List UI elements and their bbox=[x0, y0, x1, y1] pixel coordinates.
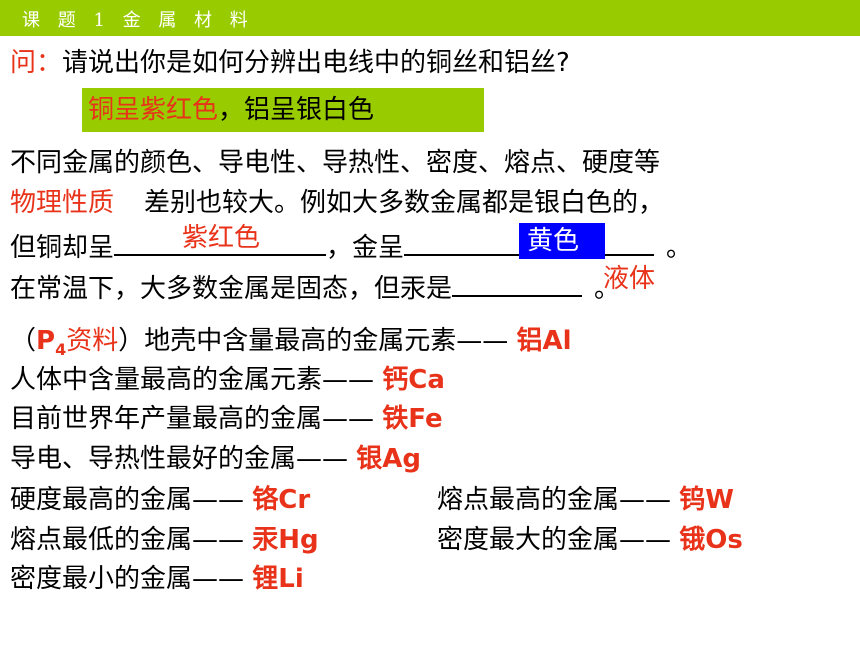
physical-property-term: 物理性质 bbox=[10, 188, 115, 218]
fact-value: 锇Os bbox=[679, 525, 743, 555]
paragraph-line-2-text: 差别也较大。例如大多数金属都是银白色的， bbox=[144, 188, 665, 218]
fact-value: 铁Fe bbox=[382, 404, 443, 434]
fact-label: 地壳中含量最高的金属元素—— bbox=[144, 326, 509, 356]
copper-prefix: 但铜却呈 bbox=[10, 233, 115, 263]
source-page: P bbox=[36, 326, 56, 356]
title-bar: 课 题 1 金 属 材 料 bbox=[0, 0, 860, 36]
fact-label: 导电、导热性最好的金属—— bbox=[10, 444, 349, 474]
source-word: 资料 bbox=[66, 326, 119, 356]
fact-densest: 密度最大的金属—— 锇Os bbox=[437, 524, 743, 556]
fact-label: 密度最大的金属—— bbox=[437, 525, 672, 555]
fact-value: 钙Ca bbox=[382, 365, 445, 395]
source-close: ） bbox=[118, 326, 145, 356]
fact-crust: （P4资料）地壳中含量最高的金属元素—— 铝Al bbox=[10, 325, 572, 366]
question-text: 请说出你是如何分辨出电线中的铜丝和铝丝? bbox=[62, 48, 570, 78]
fact-lowest-melting-point: 熔点最低的金属—— 汞Hg bbox=[10, 524, 319, 556]
fact-value: 铬Cr bbox=[252, 485, 311, 515]
fact-body: 人体中含量最高的金属元素—— 钙Ca bbox=[10, 364, 445, 396]
answer-text: 铜呈紫红色，铝呈银白色 bbox=[88, 94, 374, 126]
gold-fill-box: 黄色 bbox=[519, 223, 605, 259]
fact-production: 目前世界年产量最高的金属—— 铁Fe bbox=[10, 403, 443, 435]
paragraph-line-1: 不同金属的颜色、导电性、导热性、密度、熔点、硬度等 bbox=[10, 148, 661, 178]
fact-value: 铝Al bbox=[516, 326, 572, 356]
gold-fill: 黄色 bbox=[527, 226, 580, 256]
line3-period: 。 bbox=[666, 233, 693, 263]
paragraph-line-2: 物理性质差别也较大。例如大多数金属都是银白色的， bbox=[10, 187, 664, 219]
source-open: （ bbox=[10, 326, 37, 356]
fact-hardest: 硬度最高的金属—— 铬Cr bbox=[10, 484, 310, 516]
question-line: 问：请说出你是如何分辨出电线中的铜丝和铝丝? bbox=[10, 47, 570, 79]
mercury-prefix: 在常温下，大多数金属是固态，但汞是 bbox=[10, 274, 453, 304]
copper-fill: 紫红色 bbox=[182, 223, 261, 253]
fact-highest-melting-point: 熔点最高的金属—— 钨W bbox=[437, 484, 734, 516]
fact-value: 汞Hg bbox=[252, 525, 319, 555]
mercury-blank bbox=[452, 269, 583, 297]
paragraph-line-4: 在常温下，大多数金属是固态，但汞是 。 bbox=[10, 269, 620, 305]
answer-box: 铜呈紫红色，铝呈银白色 bbox=[82, 88, 484, 132]
fact-lightest: 密度最小的金属—— 锂Li bbox=[10, 563, 304, 595]
fact-label: 目前世界年产量最高的金属—— bbox=[10, 404, 375, 434]
mercury-fill: 液体 bbox=[603, 264, 656, 294]
source-page-number: 4 bbox=[55, 340, 67, 360]
question-prefix: 问： bbox=[10, 48, 63, 78]
fact-label: 熔点最高的金属—— bbox=[437, 485, 672, 515]
fact-label: 密度最小的金属—— bbox=[10, 564, 245, 594]
fact-label: 人体中含量最高的金属元素—— bbox=[10, 365, 375, 395]
lesson-title: 课 题 1 金 属 材 料 bbox=[22, 10, 254, 31]
answer-copper: 铜呈紫红色 bbox=[88, 95, 219, 125]
gold-prefix: ，金呈 bbox=[326, 233, 405, 263]
fact-value: 锂Li bbox=[252, 564, 304, 594]
fact-value: 银Ag bbox=[356, 444, 422, 474]
copper-blank bbox=[114, 228, 327, 256]
fact-conductivity: 导电、导热性最好的金属—— 银Ag bbox=[10, 443, 421, 475]
line4-period: 。 bbox=[594, 274, 621, 304]
fact-label: 硬度最高的金属—— bbox=[10, 485, 245, 515]
fact-label: 熔点最低的金属—— bbox=[10, 525, 245, 555]
fact-value: 钨W bbox=[679, 485, 734, 515]
answer-aluminum: ，铝呈银白色 bbox=[218, 95, 375, 125]
